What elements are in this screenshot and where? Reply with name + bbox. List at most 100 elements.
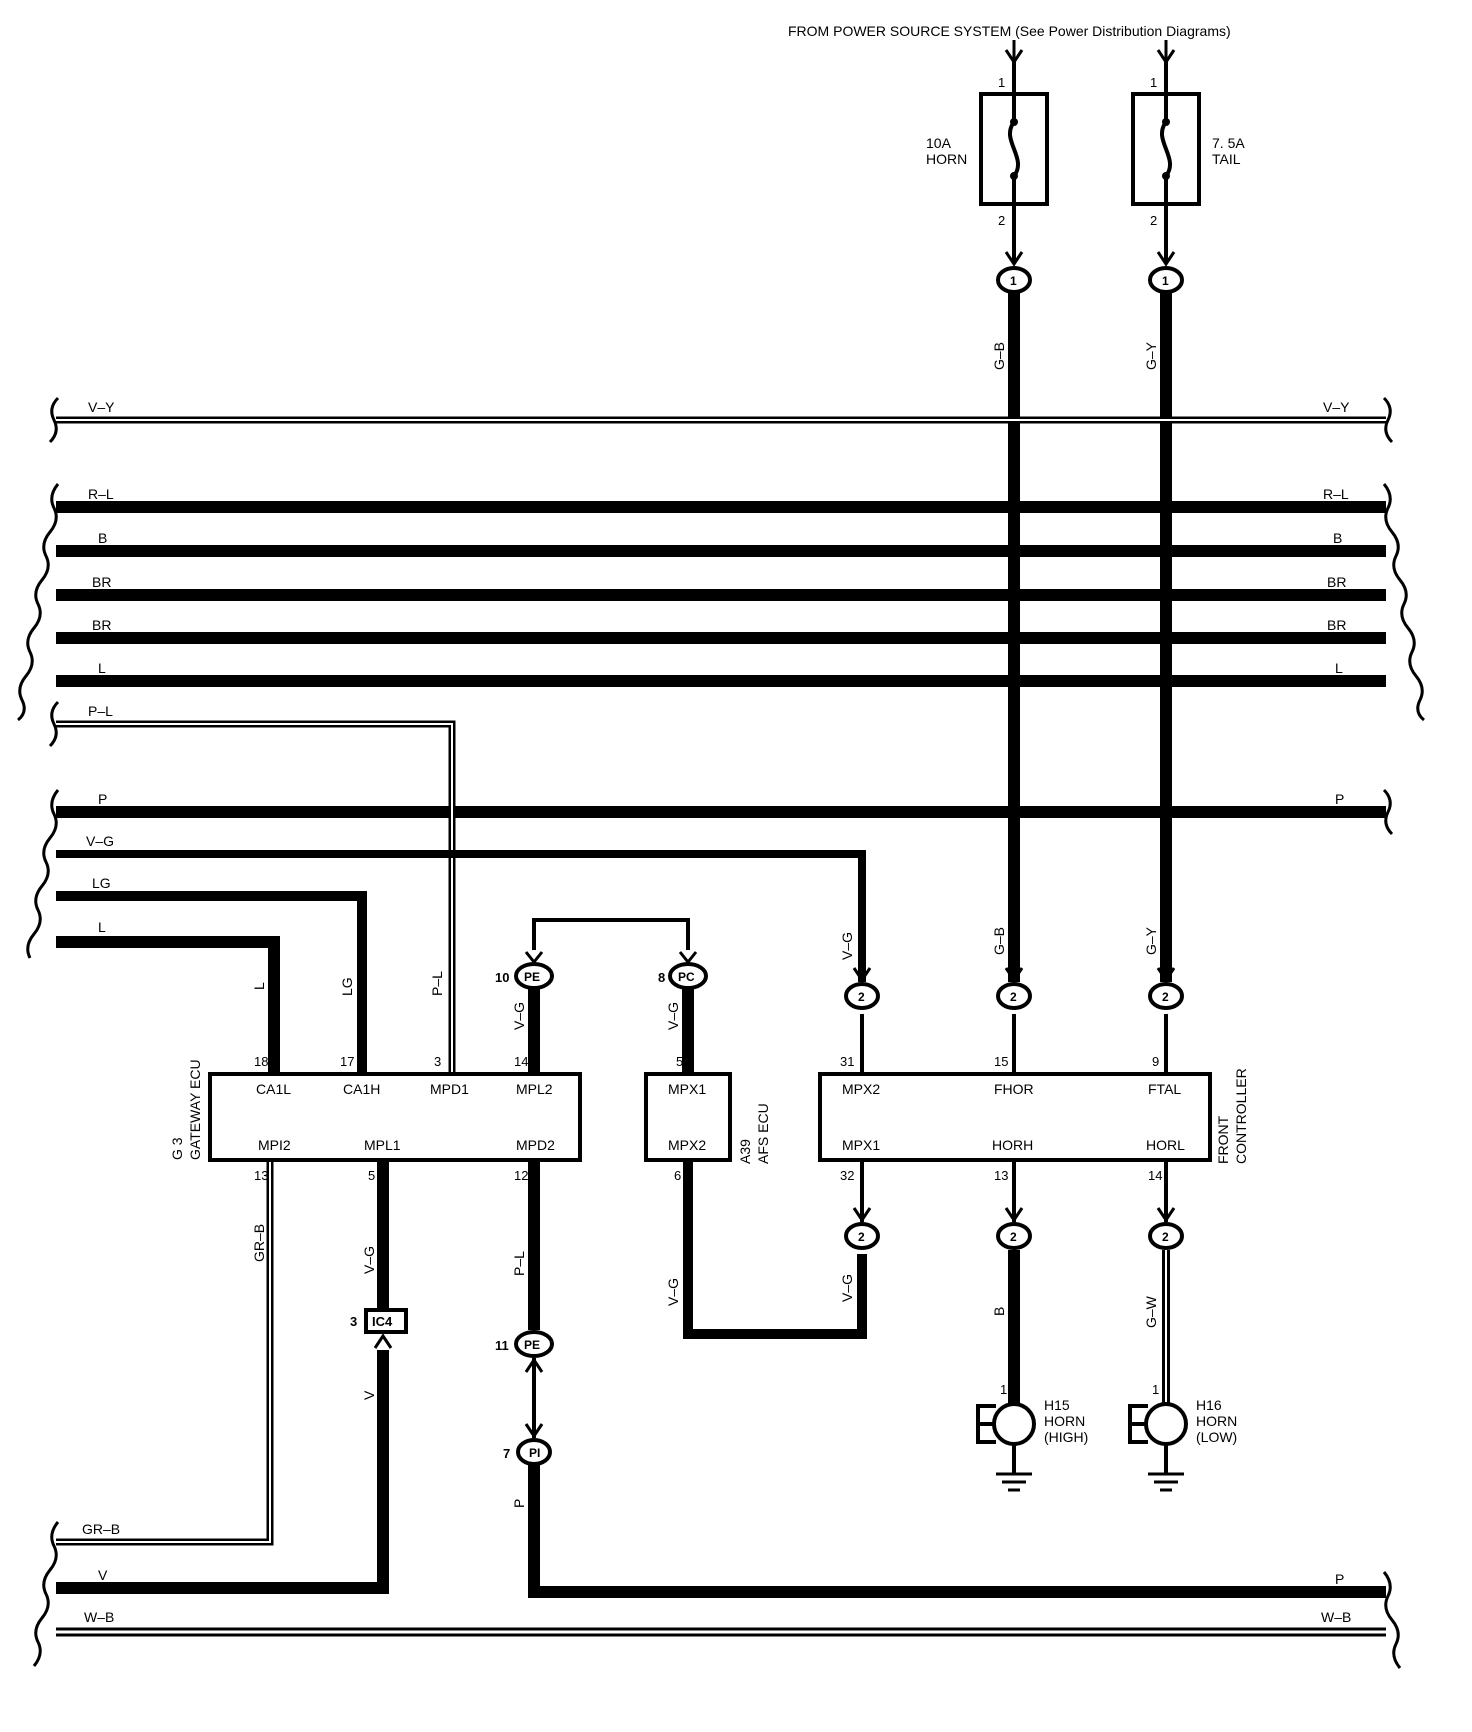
front-controller: 31 15 9 MPX2 FHOR FTAL MPX1 HORH HORL 32… [818,1054,1249,1183]
bubble-mpx1: 2 [858,1230,865,1244]
fc-pin-ftal: 9 [1152,1054,1159,1069]
gateway-ecu-name: GATEWAY ECU [187,1059,203,1160]
bubble-gy-top: 1 [1162,274,1169,288]
fuse-horn: 1 2 10A HORN [926,62,1049,262]
bubble-horh: 2 [1010,1230,1017,1244]
fc-term-horh: HORH [992,1137,1033,1153]
fuse-tail-pin-in: 1 [1150,75,1157,90]
bus-label-b-right: B [1333,530,1342,546]
gateway-term-mpi2: MPI2 [258,1137,291,1153]
power-arrows [1004,40,1176,65]
wire-label-lg-ca1h: LG [339,977,355,996]
gateway-term-mpl1: MPL1 [364,1137,401,1153]
bus-label-pl-left: P–L [88,703,113,719]
afs-pin-bottom: 6 [674,1168,681,1183]
bus-label-l1-left: L [98,660,106,676]
bus-label-br1-right: BR [1327,574,1346,590]
fuse-tail: 1 2 7. 5A TAIL [1131,62,1245,262]
power-source-label: FROM POWER SOURCE SYSTEM (See Power Dist… [788,23,1231,39]
wire-label-vg-mpl2: V–G [511,1002,527,1030]
afs-pin-top: 5 [676,1054,683,1069]
bus-label-wb-right: W–B [1321,1609,1351,1625]
bus-label-rl-left: R–L [88,486,114,502]
gateway-ecu: G 3 GATEWAY ECU 18 17 3 14 CA1L CA1H MPD… [169,1054,582,1183]
fc-term-mpx2: MPX2 [842,1081,880,1097]
bubble-horl: 2 [1162,1230,1169,1244]
bus-label-v-left: V [98,1567,108,1583]
wire-label-l-ca1l: L [251,982,267,990]
bus-label-vy-right: V–Y [1323,399,1350,415]
bubble-gb-top: 1 [1010,274,1017,288]
connector-bubbles: 1 1 2 2 2 PE PC 2 2 2 PE PI 10 8 11 7 [495,266,1184,1466]
wire-label-vg-fc-bottom: V–G [839,1274,855,1302]
ic4-label: IC4 [372,1314,393,1329]
wire-label-vg-mpx2: V–G [839,932,855,960]
horn-high-spec: (HIGH) [1044,1429,1088,1445]
bubble-ftal: 2 [1162,990,1169,1004]
bus-label-p1-right: P [1335,791,1344,807]
bus-label-l-right: L [1335,660,1343,676]
wire-pe-pc-link [532,918,690,950]
wire-label-pl-mpd2: P–L [511,1251,527,1276]
fc-name-2: CONTROLLER [1233,1068,1249,1164]
bubble-pe-bottom: PE [524,1338,540,1352]
gateway-term-ca1h: CA1H [343,1081,380,1097]
bus-label-lg-left: LG [92,875,111,891]
fc-term-fhor: FHOR [994,1081,1034,1097]
gateway-ecu-code: G 3 [169,1137,185,1160]
bus-label-grb-left: GR–B [82,1521,120,1537]
gateway-pin-mpl2: 14 [514,1054,528,1069]
horn-high-name: HORN [1044,1413,1085,1429]
afs-term-bottom: MPX2 [668,1137,706,1153]
bus-label-rl-right: R–L [1323,486,1349,502]
gateway-pin-mpl1: 5 [368,1168,375,1183]
wire-label-grb: GR–B [251,1224,267,1262]
wire-label-gb-bottom: G–B [991,927,1007,955]
wire-label-gy-bottom: G–Y [1143,926,1159,955]
bus-label-p2-right: P [1335,1571,1344,1587]
fuse-tail-name: TAIL [1212,151,1241,167]
fc-pin-horh: 13 [994,1168,1008,1183]
wire-label-gy-top: G–Y [1143,341,1159,370]
wire-label-pl-mpd1: P–L [429,971,445,996]
fuse-tail-rating: 7. 5A [1212,135,1245,151]
fuse-horn-name: HORN [926,151,967,167]
horn-low: 1 H16 HORN (LOW) [1128,1382,1237,1492]
bus-label-p-left: P [98,791,107,807]
horn-high-code: H15 [1044,1397,1070,1413]
wire-label-v: V [361,1390,377,1400]
gateway-pin-mpd2: 12 [514,1168,528,1183]
horn-low-pin: 1 [1152,1382,1159,1397]
bus-labels-left: V–Y R–L B BR BR L P–L P V–G LG L GR–B V … [82,399,120,1625]
bubble-pe-top: PE [524,970,540,984]
bubble-mpx2: 2 [858,990,865,1004]
bus-wires [56,416,1386,1637]
wire-label-gw-horn: G–W [1143,1295,1159,1328]
fc-term-mpx1: MPX1 [842,1137,880,1153]
horn-low-spec: (LOW) [1196,1429,1237,1445]
wire-label-vg-afs: V–G [665,1002,681,1030]
fc-pin-fhor: 15 [994,1054,1008,1069]
pin-pe10: 10 [495,970,509,985]
gateway-term-ca1l: CA1L [256,1081,291,1097]
horn-low-code: H16 [1196,1397,1222,1413]
bus-label-l2-left: L [98,919,106,935]
gateway-term-mpd1: MPD1 [430,1081,469,1097]
gateway-term-mpl2: MPL2 [516,1081,553,1097]
bubble-pi: PI [529,1446,540,1460]
bus-label-br2-right: BR [1327,617,1346,633]
fuse-horn-pin-in: 1 [998,75,1005,90]
gateway-pin-mpd1: 3 [434,1054,441,1069]
pin-pe11: 11 [495,1338,509,1353]
wire-label-vg-afs-bottom: V–G [665,1278,681,1306]
fuse-horn-pin-out: 2 [998,213,1005,228]
fc-term-horl: HORL [1146,1137,1185,1153]
fc-pin-horl: 14 [1148,1168,1162,1183]
gateway-pin-mpi2: 13 [254,1168,268,1183]
pin-pi7: 7 [503,1446,510,1461]
horn-low-name: HORN [1196,1413,1237,1429]
afs-term-top: MPX1 [668,1081,706,1097]
wire-label-b-horn: B [991,1307,1007,1316]
fuse-output-arrows [852,251,1176,983]
